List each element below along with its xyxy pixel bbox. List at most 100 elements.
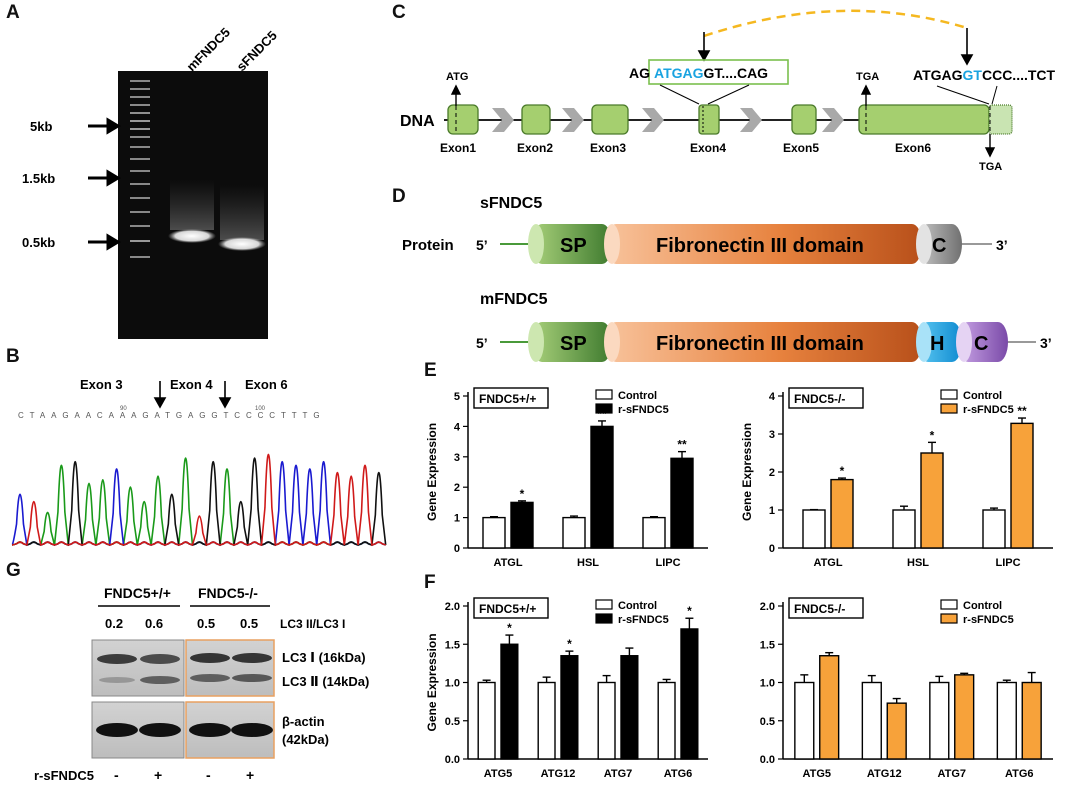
legend-label: Control [963, 390, 1002, 402]
panel-letter-e: E [424, 360, 437, 381]
lc3-bands [97, 653, 272, 684]
protein-label: Protein [402, 237, 454, 254]
panel-letter-d: D [392, 186, 406, 207]
x-tick-label: ATG12 [867, 768, 902, 780]
bar-ATG12-r-sFNDC5 [886, 702, 907, 760]
panel-letter-a: A [6, 2, 20, 23]
lane1-smear [170, 180, 214, 230]
exon6-guide-left [936, 85, 990, 105]
y-tick-label: 2.0 [445, 601, 460, 613]
bar-ATG7-Control [597, 681, 616, 760]
group-label-box [788, 387, 864, 409]
lane-label-mfndc5: mFNDC5 [184, 25, 233, 74]
exon6-label: Exon 6 [245, 377, 288, 392]
x-tick-label: ATG5 [484, 768, 513, 780]
legend-label: r-sFNDC5 [963, 404, 1014, 416]
exon1-label: Exon1 [440, 141, 476, 155]
y-tick-label: 2 [769, 467, 775, 479]
y-axis-label: Gene Expression [425, 633, 439, 731]
group-label: FNDC5+/+ [479, 602, 536, 616]
legend-swatch [940, 403, 958, 414]
legend-label: Control [618, 600, 657, 612]
trace-C [11, 460, 386, 547]
significance-mark: ** [597, 407, 607, 421]
y-tick-label: 4 [769, 391, 776, 403]
ratio-label: LC3 II/LC3 I [280, 617, 345, 631]
y-tick-label: 1 [769, 505, 775, 517]
sfndc5-domains [528, 224, 962, 264]
exon3-gene-label: Exon3 [590, 141, 626, 155]
sequence-bases: CTAAGAACAAAGATGAGGTCCCCTTTG [18, 411, 325, 420]
actin-kda-label: (42kDa) [282, 732, 329, 747]
legend-swatch [595, 613, 613, 624]
bar-ATG6-Control [657, 681, 676, 760]
tga-label-1: TGA [856, 71, 879, 83]
treatment-sign-2: + [154, 767, 162, 783]
bar-ATG7-Control [929, 681, 950, 760]
significance-mark: * [687, 604, 692, 618]
sfndc5-title: sFNDC5 [480, 195, 542, 212]
ladder-bands [130, 80, 150, 258]
bar-ATG5-Control [794, 681, 815, 760]
bar-HSL-Control [892, 509, 916, 549]
splice-arc [703, 9, 968, 38]
panel-letter-b: B [6, 346, 20, 367]
legend-label: r-sFNDC5 [618, 404, 669, 416]
mfndc5-band [168, 229, 216, 243]
bar-ATG12-Control [537, 681, 556, 760]
lc3-blot-knockout [185, 639, 275, 697]
exon3-label: Exon 3 [80, 377, 123, 392]
y-tick-label: 0.0 [760, 754, 775, 766]
ratio-lane3: 0.5 [197, 616, 215, 631]
y-tick-label: 2.0 [760, 601, 775, 613]
ratio-lane2: 0.6 [145, 616, 163, 631]
bar-ATG6-r-sFNDC5 [680, 628, 699, 760]
y-tick-label: 0 [454, 543, 460, 555]
bar-HSL-Control [562, 516, 586, 549]
x-tick-label: ATGL [813, 557, 842, 569]
exon4-label: Exon 4 [170, 377, 213, 392]
tga-label-2: TGA [979, 161, 1002, 173]
western-blot-figure: FNDC5+/+ FNDC5-/- 0.2 0.6 0.5 0.5 LC3 II… [34, 585, 369, 783]
sfndc5-band [218, 237, 266, 251]
y-tick-label: 4 [454, 421, 461, 433]
junction-arrows [153, 381, 232, 409]
significance-mark: * [520, 487, 525, 501]
y-tick-label: 3 [454, 452, 460, 464]
marker-arrows [88, 117, 121, 251]
significance-mark: ** [677, 438, 687, 452]
blot-group-knockout: FNDC5-/- [198, 585, 258, 601]
ratio-lane4: 0.5 [240, 616, 258, 631]
panel-letter-c: C [392, 2, 406, 23]
bar-ATGL-r-sFNDC5 [510, 501, 534, 549]
y-axis-label: Gene Expression [740, 423, 754, 521]
bar-LIPC-Control [642, 516, 666, 549]
bar-LIPC-r-sFNDC5 [1010, 422, 1034, 549]
s-c-label: C [932, 235, 946, 257]
blot-group-wildtype: FNDC5+/+ [104, 585, 171, 601]
legend-swatch [595, 599, 613, 610]
m-c-label: C [974, 333, 988, 355]
bar-ATGL-Control [482, 516, 506, 549]
s-five-prime: 5’ [476, 237, 488, 253]
significance-mark: * [840, 464, 845, 478]
legend-swatch [595, 403, 613, 414]
bar-ATGL-r-sFNDC5 [830, 478, 854, 549]
significance-mark: ** [1017, 404, 1027, 418]
x-tick-label: ATG6 [1005, 768, 1034, 780]
x-tick-label: LIPC [995, 557, 1020, 569]
protein-figure: sFNDC5 Protein 5’ 3’ SP Fibronectin III … [402, 195, 1052, 362]
y-tick-label: 1.0 [760, 678, 775, 690]
bar-HSL-r-sFNDC5 [590, 425, 614, 549]
y-tick-label: 0.5 [760, 716, 775, 728]
exon-boxes [447, 104, 990, 135]
ratio-lane1: 0.2 [105, 616, 123, 631]
exon6-label: Exon6 [895, 141, 931, 155]
intron-chevrons [492, 108, 844, 132]
bar-ATG6-r-sFNDC5 [1021, 681, 1042, 760]
y-tick-label: 1.5 [760, 639, 775, 651]
